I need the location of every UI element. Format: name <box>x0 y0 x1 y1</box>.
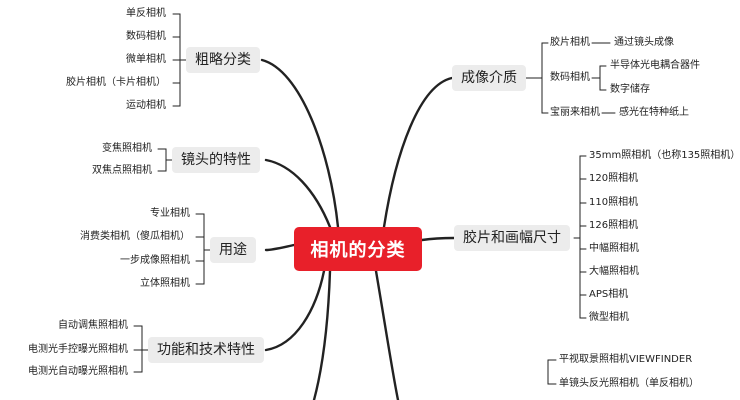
leaf-film-0: 35mm照相机（也称135照相机） <box>589 150 740 161</box>
center-node: 相机的分类 <box>294 227 422 271</box>
link-center-film <box>420 236 456 242</box>
leaf-film-6: APS相机 <box>589 289 629 300</box>
leaf-viewfinder-0: 平视取景照相机VIEWFINDER <box>559 354 693 365</box>
link-center-medium <box>382 76 454 229</box>
leaf-medium-digital-0: 半导体光电耦合器件 <box>610 60 700 71</box>
leaf-coarse-3: 胶片相机（卡片相机） <box>66 77 166 88</box>
subgroup-film-camera: 胶片相机 <box>550 37 590 48</box>
leaf-lens-0: 变焦照相机 <box>102 143 152 154</box>
link-center-coarse <box>260 58 340 229</box>
leaf-film-7: 微型相机 <box>589 312 629 323</box>
leaf-tech-1: 电测光手控曝光照相机 <box>28 344 128 355</box>
leaf-coarse-1: 数码相机 <box>126 31 166 42</box>
leaf-viewfinder-1: 单镜头反光照相机（单反相机） <box>559 378 699 389</box>
leaf-medium-digital-1: 数字储存 <box>610 84 650 95</box>
link-center-down-left <box>312 269 332 400</box>
branch-film-format: 胶片和画幅尺寸 <box>454 225 570 251</box>
leaf-film-3: 126照相机 <box>589 220 639 231</box>
leaf-coarse-4: 运动相机 <box>126 100 166 111</box>
leaf-coarse-2: 微单相机 <box>126 54 166 65</box>
branch-coarse-classification: 粗略分类 <box>186 47 260 73</box>
branch-lens-characteristics: 镜头的特性 <box>172 147 260 173</box>
leaf-film-2: 110照相机 <box>589 197 639 208</box>
branch-imaging-medium: 成像介质 <box>452 65 526 91</box>
branch-usage: 用途 <box>210 237 256 263</box>
branch-function-tech: 功能和技术特性 <box>148 337 264 363</box>
leaf-usage-1: 消费类相机（傻瓜相机） <box>80 231 190 242</box>
leaf-usage-2: 一步成像照相机 <box>120 255 190 266</box>
leaf-lens-1: 双焦点照相机 <box>92 165 152 176</box>
leaf-medium-film-0: 通过镜头成像 <box>614 37 674 48</box>
leaf-usage-0: 专业相机 <box>150 208 190 219</box>
leaf-film-5: 大幅照相机 <box>589 266 639 277</box>
subgroup-digital-camera: 数码相机 <box>550 72 590 83</box>
link-center-usage <box>264 243 296 252</box>
leaf-film-4: 中幅照相机 <box>589 243 639 254</box>
link-center-tech <box>264 269 326 352</box>
subgroup-polaroid-camera: 宝丽来相机 <box>550 107 600 118</box>
link-center-down-right <box>374 269 400 400</box>
leaf-tech-2: 电测光自动曝光照相机 <box>28 366 128 377</box>
leaf-usage-3: 立体照相机 <box>140 278 190 289</box>
link-center-lens <box>264 158 332 229</box>
leaf-coarse-0: 单反相机 <box>126 8 166 19</box>
leaf-film-1: 120照相机 <box>589 173 639 184</box>
leaf-tech-0: 自动调焦照相机 <box>58 320 128 331</box>
leaf-medium-polaroid-0: 感光在特种纸上 <box>619 107 689 118</box>
